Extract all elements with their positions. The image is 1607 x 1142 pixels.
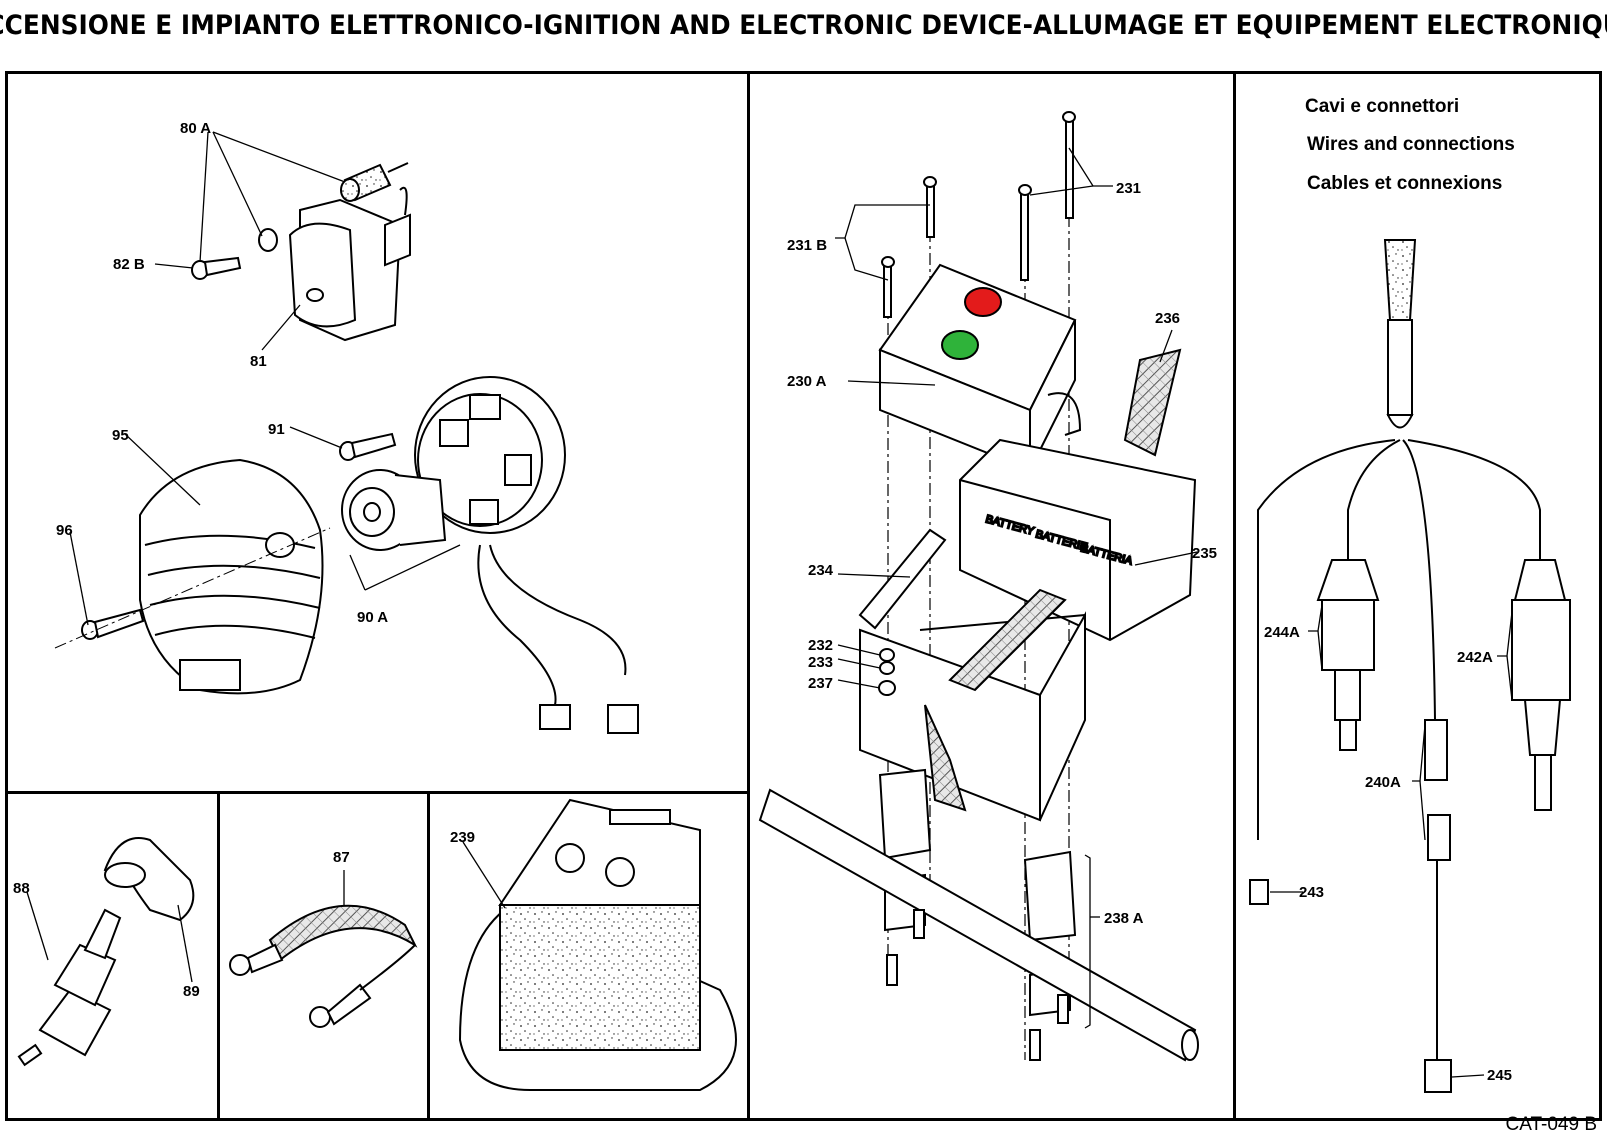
cover-95 — [139, 458, 324, 695]
strap-236 — [1123, 348, 1182, 457]
leader-lines-battery — [835, 147, 1198, 1029]
washers-232-233-237 — [878, 648, 896, 696]
cover-239 — [458, 798, 737, 1091]
screws-231 — [881, 111, 1076, 318]
leader-lines-ignition — [69, 131, 461, 626]
handlebar-tube — [758, 788, 1199, 1062]
label-231: 231 — [1116, 180, 1141, 197]
panel-wires — [1233, 71, 1602, 1121]
label-244a: 244A — [1264, 624, 1300, 641]
flywheel-rotor — [414, 376, 566, 534]
label-89: 89 — [183, 983, 200, 1000]
label-95: 95 — [112, 427, 129, 444]
label-233: 233 — [808, 654, 833, 671]
callout-labels: 80 A 82 B 81 95 91 96 90 A 88 89 87 239 … — [13, 120, 1512, 1084]
legend-english: Wires and connections — [1307, 134, 1515, 155]
spacer-80a — [340, 162, 409, 202]
label-82b: 82 B — [113, 256, 145, 273]
label-237: 237 — [808, 675, 833, 692]
battery-holder-234 — [858, 528, 1086, 822]
screw-96 — [81, 608, 145, 640]
switch-box-230a — [878, 263, 1082, 472]
catalog-code: CAT-049 B — [1505, 1114, 1597, 1135]
battery-235: BATTERY BATTERIE BATTERIA — [959, 438, 1197, 642]
label-87: 87 — [333, 849, 350, 866]
legend-italian: Cavi e connettori — [1305, 96, 1460, 117]
label-239: 239 — [450, 829, 475, 846]
spark-plug-88 — [17, 908, 122, 1067]
clamps-238a — [878, 768, 1077, 1017]
ignition-coil-81 — [288, 186, 411, 342]
legend-french: Cables et connexions — [1307, 173, 1503, 194]
washer-80a — [258, 228, 278, 252]
bottom-screws — [886, 909, 1069, 1061]
label-231b: 231 B — [787, 237, 827, 254]
label-236: 236 — [1155, 310, 1180, 327]
screw-91 — [339, 432, 397, 461]
ground-strap-87 — [229, 904, 418, 1028]
label-240a: 240A — [1365, 774, 1401, 791]
leader-lines-wires — [1270, 604, 1513, 1078]
axis-line — [54, 527, 331, 649]
label-232: 232 — [808, 637, 833, 654]
plug-cap-89 — [103, 837, 195, 922]
wire-harness — [1249, 239, 1571, 1093]
stator-90a — [341, 469, 447, 551]
label-88: 88 — [13, 880, 30, 897]
page-title: ACCENSIONE E IMPIANTO ELETTRONICO-IGNITI… — [0, 9, 1607, 41]
label-245: 245 — [1487, 1067, 1512, 1084]
label-242a: 242A — [1457, 649, 1493, 666]
label-90a: 90 A — [357, 609, 388, 626]
leader-line-239 — [462, 841, 506, 909]
label-230a: 230 A — [787, 373, 827, 390]
label-80a: 80 A — [180, 120, 211, 137]
screw-82b — [191, 256, 242, 280]
label-238a: 238 A — [1104, 910, 1144, 927]
label-243: 243 — [1299, 884, 1324, 901]
label-81: 81 — [250, 353, 267, 370]
leader-lines-plug — [26, 891, 193, 983]
label-96: 96 — [56, 522, 73, 539]
stator-wires — [477, 544, 639, 734]
label-234: 234 — [808, 562, 834, 579]
label-235: 235 — [1192, 545, 1217, 562]
label-91: 91 — [268, 421, 285, 438]
